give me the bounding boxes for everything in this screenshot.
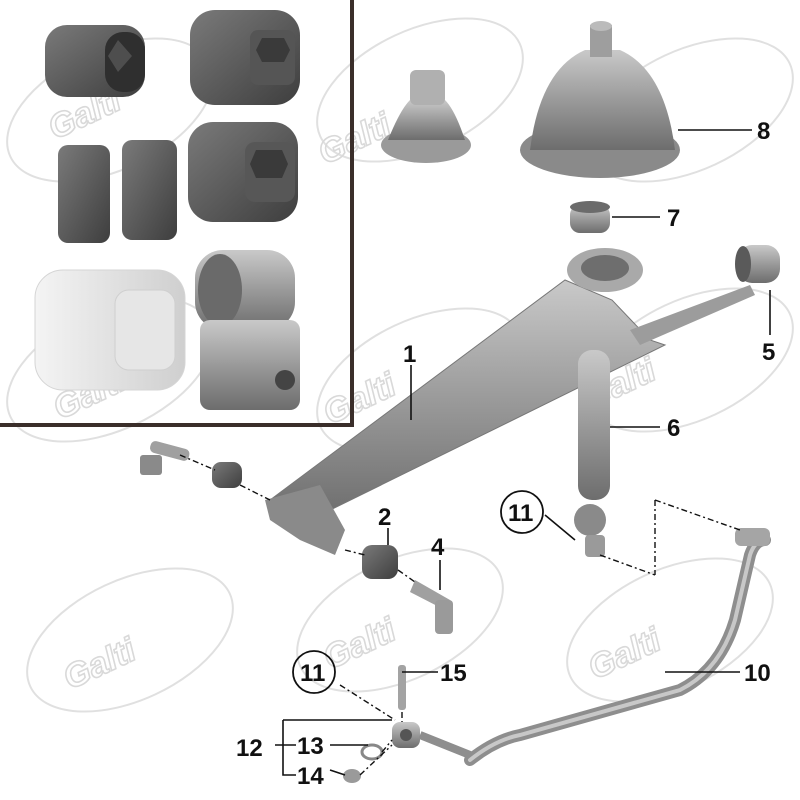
shift-joint-photo	[195, 250, 300, 410]
part-ring	[570, 201, 610, 233]
part-rod	[574, 350, 610, 557]
part-boot	[520, 21, 680, 178]
photo-inset	[0, 0, 354, 427]
callout-5: 5	[762, 339, 775, 366]
callout-12: 12	[236, 735, 263, 762]
watermark-text: Galti	[57, 630, 143, 697]
callout-10: 10	[744, 660, 771, 687]
callout-14: 14	[297, 763, 324, 790]
sleeve-photos	[58, 140, 177, 243]
callout-4: 4	[431, 534, 445, 561]
watermark-text: Galti	[582, 620, 668, 687]
callout-11-bottom: 11	[300, 660, 325, 687]
part-shift-rod	[464, 528, 771, 766]
leader-lines	[275, 129, 771, 776]
callout-2: 2	[378, 504, 391, 531]
part-pin-4	[410, 580, 453, 634]
callout-8: 8	[757, 118, 770, 145]
callout-6: 6	[667, 415, 680, 442]
callout-15: 15	[440, 660, 467, 687]
callout-7: 7	[667, 205, 680, 232]
inset-frame	[0, 0, 354, 427]
callout-11-ring	[292, 650, 336, 694]
bushing-photo-3	[188, 122, 298, 222]
bushing-photo-1	[45, 25, 145, 97]
bushing-photo-2	[190, 10, 300, 105]
part-left-bushing	[212, 462, 242, 488]
part-pin-15	[398, 665, 406, 710]
part-end-bushing	[735, 245, 780, 283]
callout-11-ring	[500, 490, 544, 534]
callout-1: 1	[403, 341, 416, 368]
white-bushing-photo	[34, 269, 186, 391]
part-lever-arm	[265, 248, 755, 555]
part-joint-12	[392, 722, 472, 759]
part-bushing-2	[362, 545, 398, 579]
part-shift-housing	[381, 70, 471, 163]
callout-13: 13	[297, 733, 324, 760]
part-cap-14	[343, 769, 361, 783]
part-washer-13	[360, 743, 384, 761]
watermark-text: Galti	[317, 610, 403, 677]
part-left-pin	[140, 441, 190, 475]
assembly-lines	[179, 454, 741, 776]
callout-labels: 1 2 4 5 6 7 8 10 11 11 12 13 14 15	[236, 118, 775, 790]
callout-11-top: 11	[508, 500, 533, 527]
